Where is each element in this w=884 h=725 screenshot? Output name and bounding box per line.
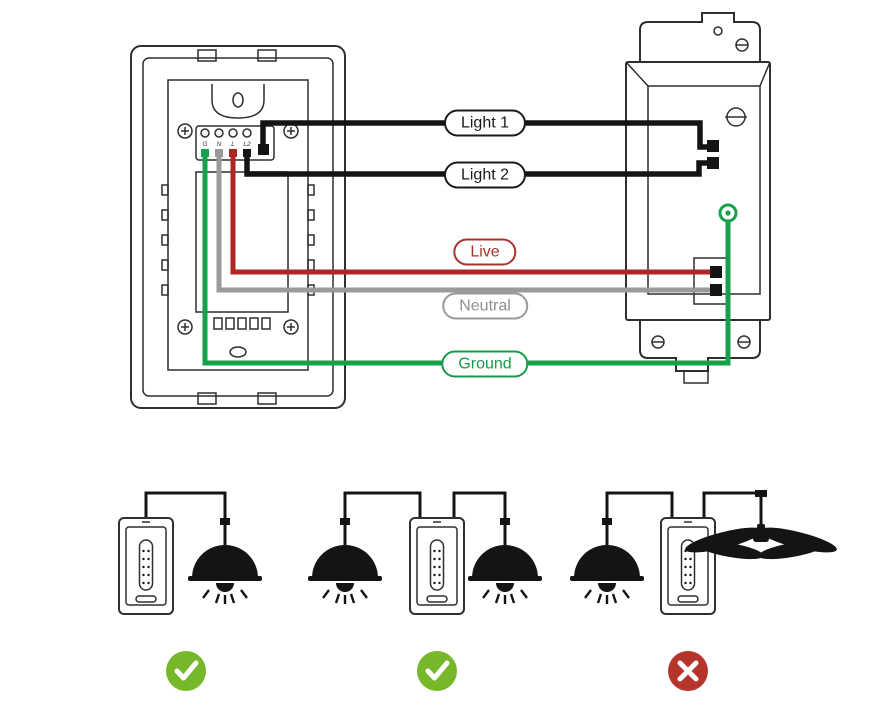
wire-light2 bbox=[244, 157, 719, 177]
terminal-ground bbox=[201, 149, 209, 157]
status-cross-light-and-fan bbox=[668, 651, 708, 691]
terminal-live bbox=[229, 149, 237, 157]
scenario-two-lights bbox=[308, 491, 542, 615]
wire-label-light2: Light 2 bbox=[443, 161, 527, 189]
plate-screws bbox=[177, 123, 299, 335]
plate-side-clips bbox=[161, 184, 315, 296]
scenario-one-light bbox=[118, 491, 262, 615]
wire-label-live: Live bbox=[453, 238, 517, 266]
terminal-label-g: G bbox=[202, 141, 207, 148]
wire-neutral bbox=[216, 157, 722, 296]
status-check-one-light bbox=[166, 651, 206, 691]
junction-box-device bbox=[625, 12, 771, 384]
wire-light1 bbox=[260, 120, 719, 152]
smart-switch-device: G N L L2 bbox=[130, 45, 346, 409]
wire-label-neutral: Neutral bbox=[442, 292, 528, 320]
pendant-lamp-icon bbox=[188, 518, 262, 604]
terminal-label-l: L bbox=[231, 141, 235, 148]
small-switch-icon bbox=[409, 517, 465, 615]
pendant-lamp-icon bbox=[570, 518, 644, 604]
terminal-label-n: N bbox=[217, 141, 222, 148]
small-switch-icon bbox=[118, 517, 174, 615]
wire-live bbox=[230, 157, 722, 278]
wire-label-ground: Ground bbox=[441, 350, 529, 378]
status-check-two-lights bbox=[417, 651, 457, 691]
pendant-lamp-icon bbox=[468, 518, 542, 604]
wire-label-light1: Light 1 bbox=[443, 109, 527, 137]
pendant-lamp-icon bbox=[308, 518, 382, 604]
plate-bottom-details bbox=[213, 317, 271, 358]
terminal-load1 bbox=[243, 149, 251, 157]
terminal-neutral bbox=[215, 149, 223, 157]
terminal-label-l2: L2 bbox=[243, 141, 251, 148]
small-switch-icon bbox=[660, 517, 716, 615]
scenario-light-and-fan bbox=[570, 490, 837, 615]
ceiling-fan-icon bbox=[685, 490, 837, 560]
